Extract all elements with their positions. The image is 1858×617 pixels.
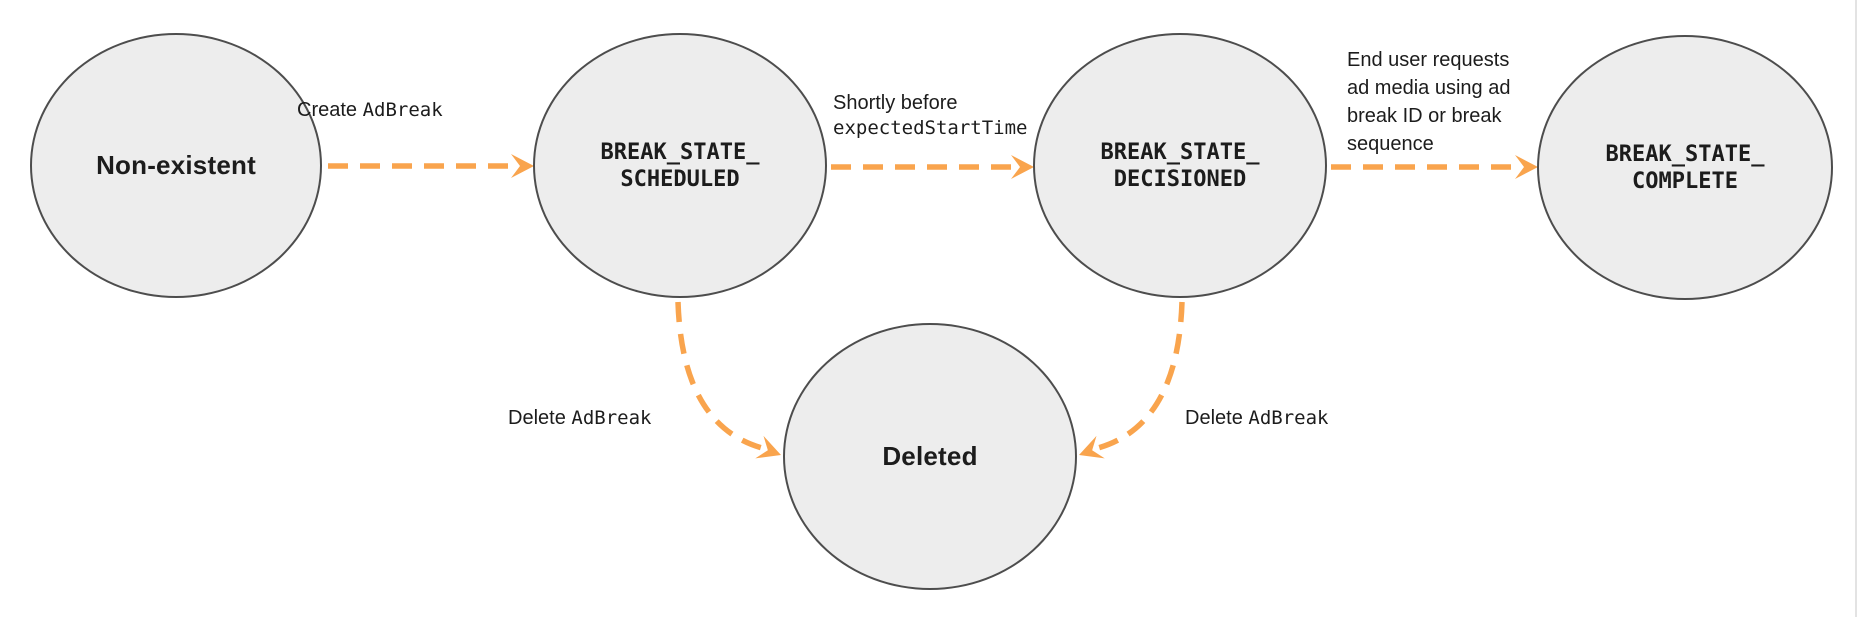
transition-arrow-delete-from-scheduled (675, 301, 781, 459)
state-label: BREAK_STATE_COMPLETE (1606, 141, 1765, 195)
state-node-non-existent: Non-existent (30, 33, 322, 298)
edge-label-end-user-requests: End user requests ad media using ad brea… (1347, 46, 1537, 158)
state-label-line2: DECISIONED (1113, 166, 1247, 192)
edge-label-text: Create (297, 99, 363, 121)
edge-label-create-adbreak: Create AdBreak (297, 98, 443, 123)
transition-arrow-decision (831, 155, 1034, 179)
state-label-line1: BREAK_STATE_ (600, 139, 760, 165)
state-label-line2: COMPLETE (1632, 168, 1738, 194)
state-label: BREAK_STATE_DECISIONED (1101, 139, 1260, 193)
arrowhead-right-icon (511, 154, 534, 178)
state-label-line1: BREAK_STATE_ (1100, 139, 1260, 165)
edge-label-delete-adbreak-right: Delete AdBreak (1185, 406, 1328, 431)
state-label: BREAK_STATE_SCHEDULED (601, 139, 760, 193)
arrowhead-curve-left-icon (1079, 435, 1105, 459)
state-node-break-state-scheduled: BREAK_STATE_SCHEDULED (533, 33, 827, 298)
state-label: Deleted (882, 441, 978, 471)
state-label: Non-existent (96, 150, 256, 180)
state-node-break-state-complete: BREAK_STATE_COMPLETE (1537, 35, 1833, 300)
edge-label-code: AdBreak (571, 407, 652, 429)
state-label-line2: SCHEDULED (620, 166, 740, 192)
transition-arrow-delete-from-decisioned (1079, 301, 1185, 459)
edge-label-text: Shortly before (833, 92, 958, 114)
edge-label-text: Delete (508, 407, 572, 429)
edge-label-text: Delete (1185, 407, 1249, 429)
edge-label-shortly-before: Shortly before expectedStartTime (833, 91, 1027, 141)
edge-label-code: expectedStartTime (833, 117, 1028, 139)
state-node-break-state-decisioned: BREAK_STATE_DECISIONED (1033, 33, 1327, 298)
edge-label-delete-adbreak-left: Delete AdBreak (508, 406, 651, 431)
edge-label-code: AdBreak (362, 99, 443, 121)
page-edge-divider (1855, 0, 1857, 617)
arrowhead-right-icon (1011, 155, 1034, 179)
arrowhead-curve-right-icon (755, 435, 781, 459)
arrowhead-right-icon (1515, 155, 1538, 179)
edge-label-code: AdBreak (1248, 407, 1329, 429)
edge-label-text: End user requests ad media using ad brea… (1347, 49, 1511, 155)
state-node-deleted: Deleted (783, 323, 1077, 590)
state-label-line1: BREAK_STATE_ (1605, 141, 1765, 167)
transition-arrow-create (328, 154, 534, 178)
transition-arrow-complete (1331, 155, 1538, 179)
